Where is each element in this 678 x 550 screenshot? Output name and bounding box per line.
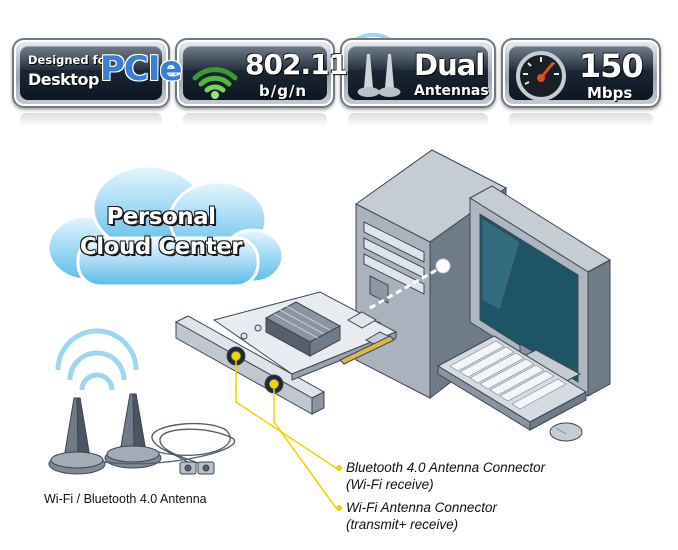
wifi-connector-label: Wi-Fi Antenna Connector (transmit+ recei…: [346, 500, 497, 532]
mouse: [549, 422, 583, 442]
badge-reflection: [348, 113, 488, 127]
badge-reflection: [509, 113, 653, 127]
badge-reflection: [183, 113, 327, 127]
cloud-title-line2: Cloud Center: [79, 234, 243, 260]
badge-pcie-middle-line: Desktop: [28, 70, 99, 89]
dual-antenna-badge: Dual Antennas: [340, 38, 496, 108]
badge-antenna-small-text: Antennas: [414, 83, 489, 99]
speed-badge: 150 Mbps: [501, 38, 661, 108]
badge-antenna-big-text: Dual: [414, 48, 485, 82]
cloud-shape: [46, 164, 285, 288]
antenna-halo: [55, 328, 139, 391]
wifi-standard-badge: 802.11 b/g/n: [175, 38, 348, 108]
badge-pcie-top-line: Designed for: [28, 53, 112, 67]
badge-speed-big-text: 150: [579, 47, 644, 85]
bluetooth-connector-line2: (Wi-Fi receive): [346, 477, 434, 492]
antenna-icon: [357, 54, 401, 97]
badge-speed-small-text: Mbps: [587, 84, 633, 102]
antenna-caption: Wi-Fi / Bluetooth 4.0 Antenna: [44, 492, 207, 506]
wifi-connector-line2: (transmit+ receive): [346, 517, 459, 532]
wifi-standard-badge-face: 802.11 b/g/n: [183, 46, 348, 100]
keyboard: [436, 335, 588, 431]
badge-wifi-small-text: b/g/n: [259, 82, 308, 100]
sma-plugs: [179, 461, 215, 475]
pcie-badge-face: Designed for Desktop PCIe: [20, 46, 183, 100]
speed-badge-face: 150 Mbps: [509, 46, 653, 102]
wifi-signal-icon: [192, 67, 238, 99]
speedometer-icon: [516, 51, 566, 101]
wifi-connector-line1: Wi-Fi Antenna Connector: [346, 500, 497, 515]
callout-leader-lines: [235, 356, 337, 509]
badge-wifi-big-text: 802.11: [245, 48, 348, 81]
badge-pcie-highlight: PCIe: [100, 49, 183, 89]
bluetooth-connector-line1: Bluetooth 4.0 Antenna Connector: [346, 460, 546, 475]
pcie-badge: Designed for Desktop PCIe: [12, 38, 183, 108]
antenna-cables: [103, 422, 236, 471]
bluetooth-connector-label: Bluetooth 4.0 Antenna Connector (Wi-Fi r…: [346, 460, 545, 492]
cloud-title-line1: Personal: [106, 204, 216, 230]
badge-reflection: [20, 113, 162, 127]
dual-antenna-badge-face: Dual Antennas: [348, 46, 489, 100]
pcie-card: [174, 291, 398, 415]
